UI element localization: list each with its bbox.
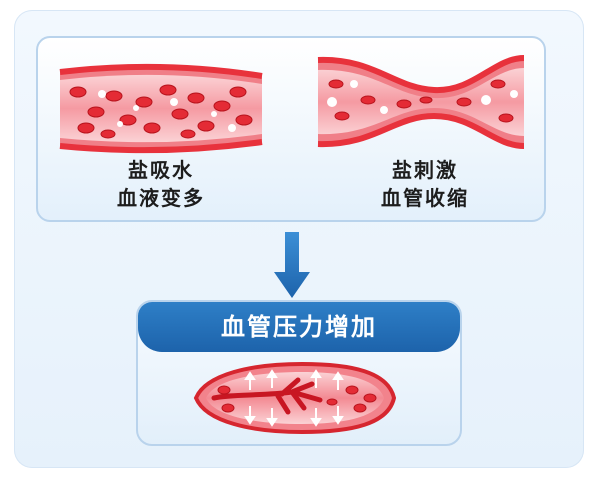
- caption-line: 盐吸水: [128, 158, 194, 182]
- dilated-vessel-illustration: [59, 63, 263, 154]
- result-title: 血管压力增加: [138, 302, 460, 352]
- pressured-vessel-illustration: [193, 361, 397, 435]
- caption-line: 血液变多: [117, 186, 205, 210]
- caption-line: 盐刺激: [392, 158, 458, 182]
- cause-caption-left: 盐吸水 血液变多: [76, 156, 246, 212]
- caption-line: 血管收缩: [381, 186, 469, 210]
- down-arrow-icon: [274, 232, 310, 298]
- constricted-vessel-illustration: [317, 55, 525, 149]
- cause-caption-right: 盐刺激 血管收缩: [340, 156, 510, 212]
